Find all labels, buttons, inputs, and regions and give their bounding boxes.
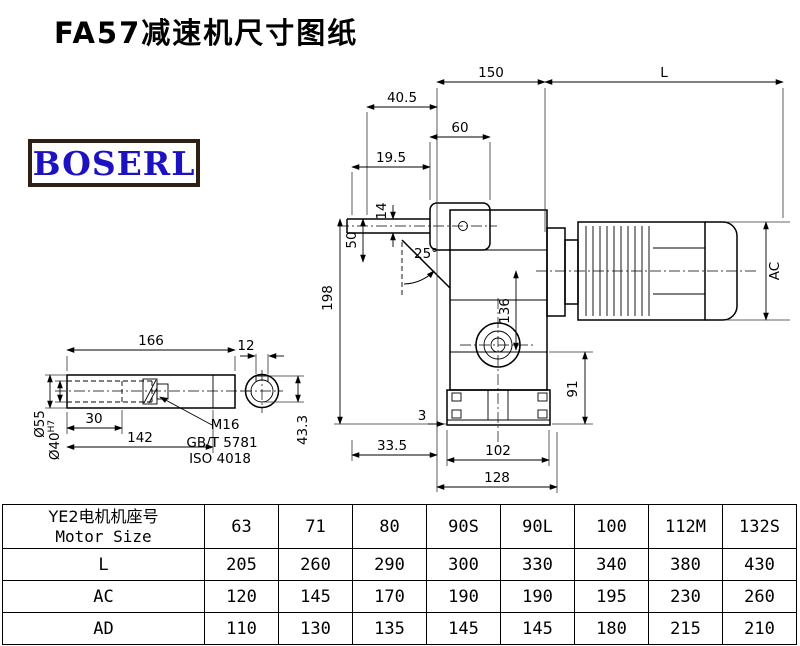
iso-standard-label: ISO 4018 bbox=[189, 451, 251, 467]
dim-102-label: 102 bbox=[485, 443, 511, 459]
row-label-ac: AC bbox=[2, 580, 205, 613]
dim-43-3-label: 43.3 bbox=[295, 415, 311, 445]
table-row-l: L 205 260 290 300 330 340 380 430 bbox=[2, 548, 797, 581]
gb-standard-label: GB/T 5781 bbox=[186, 435, 257, 451]
motor-outline bbox=[546, 221, 738, 321]
dim-166-label: 166 bbox=[138, 333, 164, 349]
dim-ac-label: AC bbox=[767, 262, 783, 280]
dim-12-label: 12 bbox=[237, 338, 254, 354]
ad-value: 215 bbox=[648, 612, 723, 645]
ad-value: 130 bbox=[278, 612, 353, 645]
ac-value: 195 bbox=[574, 580, 649, 613]
ac-value: 190 bbox=[426, 580, 501, 613]
dia-40-tolerance: H7 bbox=[47, 420, 57, 433]
dim-142-label: 142 bbox=[127, 430, 153, 446]
row-label-l: L bbox=[2, 548, 205, 581]
size-header-80: 80 bbox=[352, 504, 427, 549]
l-value: 300 bbox=[426, 548, 501, 581]
ad-value: 210 bbox=[722, 612, 797, 645]
l-value: 430 bbox=[722, 548, 797, 581]
dia-55-label: Ø55 bbox=[32, 410, 48, 438]
dimension-drawing: 150 L 40.5 60 19.5 50 14 25° 198 136 AC … bbox=[32, 65, 790, 493]
shaft-detail-outline bbox=[66, 373, 280, 409]
l-value: 205 bbox=[204, 548, 279, 581]
hidden-lines bbox=[67, 242, 403, 403]
motor-size-header-cn: YE2电机机座号 bbox=[48, 507, 159, 527]
ac-value: 260 bbox=[722, 580, 797, 613]
gearbox-outline bbox=[346, 202, 551, 426]
extension-lines bbox=[45, 88, 790, 493]
boserl-logo-text: BOSERL bbox=[32, 143, 196, 183]
dia-40-base: Ø40 bbox=[47, 432, 63, 460]
motor-size-header-cell: YE2电机机座号 Motor Size bbox=[2, 504, 205, 549]
l-value: 330 bbox=[500, 548, 575, 581]
internal-detail-lines bbox=[447, 221, 705, 421]
dimension-lines bbox=[47, 79, 784, 490]
row-label-ad: AD bbox=[2, 612, 205, 645]
ac-value: 145 bbox=[278, 580, 353, 613]
ac-value: 170 bbox=[352, 580, 427, 613]
ac-value: 120 bbox=[204, 580, 279, 613]
dim-150-label: 150 bbox=[478, 65, 504, 81]
dimension-table: YE2电机机座号 Motor Size 63 71 80 90S 90L 100… bbox=[2, 504, 797, 645]
size-header-63: 63 bbox=[204, 504, 279, 549]
dim-3-label: 3 bbox=[418, 408, 427, 424]
table-row-ad: AD 110 130 135 145 145 180 215 210 bbox=[2, 612, 797, 645]
dim-30-label: 30 bbox=[85, 411, 102, 427]
ad-value: 180 bbox=[574, 612, 649, 645]
ad-value: 145 bbox=[426, 612, 501, 645]
ad-value: 135 bbox=[352, 612, 427, 645]
shaft-detail-internals bbox=[142, 375, 274, 408]
table-row-ac: AC 120 145 170 190 190 195 230 260 bbox=[2, 580, 797, 613]
m16-label: M16 bbox=[211, 417, 240, 433]
dim-128-label: 128 bbox=[484, 470, 510, 486]
dim-91-label: 91 bbox=[565, 380, 581, 397]
dim-198-label: 198 bbox=[320, 285, 336, 311]
size-header-132s: 132S bbox=[722, 504, 797, 549]
dimension-labels: 150 L 40.5 60 19.5 50 14 25° 198 136 AC … bbox=[32, 65, 783, 486]
boserl-logo: BOSERL bbox=[28, 139, 200, 187]
dia-40h7-label: Ø40H7 bbox=[47, 420, 63, 460]
l-value: 340 bbox=[574, 548, 649, 581]
size-header-71: 71 bbox=[278, 504, 353, 549]
size-header-100: 100 bbox=[574, 504, 649, 549]
dim-19-5-label: 19.5 bbox=[376, 150, 406, 166]
dim-40-5-label: 40.5 bbox=[387, 90, 417, 106]
dim-60-label: 60 bbox=[451, 120, 468, 136]
dim-33-5-label: 33.5 bbox=[377, 438, 407, 454]
dim-14-label: 14 bbox=[374, 202, 390, 219]
table-header-row: YE2电机机座号 Motor Size 63 71 80 90S 90L 100… bbox=[2, 504, 797, 549]
l-value: 260 bbox=[278, 548, 353, 581]
size-header-112m: 112M bbox=[648, 504, 723, 549]
angle-25-label: 25° bbox=[414, 246, 438, 262]
dim-l-label: L bbox=[660, 65, 668, 81]
l-value: 290 bbox=[352, 548, 427, 581]
motor-size-header-en: Motor Size bbox=[55, 526, 152, 546]
size-header-90l: 90L bbox=[500, 504, 575, 549]
page-title: FA57减速机尺寸图纸 bbox=[54, 16, 359, 50]
ac-value: 190 bbox=[500, 580, 575, 613]
l-value: 380 bbox=[648, 548, 723, 581]
ad-value: 145 bbox=[500, 612, 575, 645]
ad-value: 110 bbox=[204, 612, 279, 645]
ac-value: 230 bbox=[648, 580, 723, 613]
dim-50-label: 50 bbox=[344, 231, 360, 248]
dim-136-label: 136 bbox=[497, 298, 513, 324]
size-header-90s: 90S bbox=[426, 504, 501, 549]
